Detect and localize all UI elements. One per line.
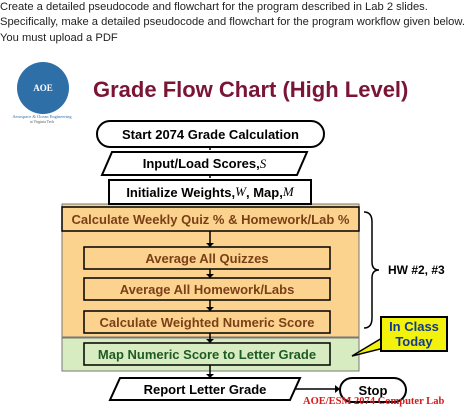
slide-title: Grade Flow Chart (High Level) [93,77,409,102]
start-label: Start 2074 Grade Calculation [97,121,324,147]
hw-bracket [363,211,380,329]
start-text: Start 2074 Grade Calculation [121,126,299,142]
init-box [108,179,312,205]
stop-terminator [339,377,407,403]
aoe-logo: AOE [17,62,69,114]
avg-quizzes-box [83,246,331,270]
input-text: Input/Load Scores, [142,156,260,171]
input-var: S [259,155,267,171]
in-class-line1: In Class [389,319,439,334]
footer-course: AOE/ESM 2074 Computer Lab [303,396,445,407]
report-label: Report Letter Grade [143,381,267,397]
init-label: Initialize Weights, W, Map, M [109,180,311,204]
in-class-callout: In Class Today [380,316,448,352]
map-box [83,342,331,366]
calc-weekly-label: Calculate Weekly Quiz % & Homework/Lab % [71,211,350,227]
logo-mark: AOE [33,83,53,93]
calc-weighted-box [83,310,331,334]
avg-hw-box [83,277,331,301]
hw-label: HW #2, #3 [388,263,445,277]
assignment-instructions: Create a detailed pseudocode and flowcha… [0,1,465,44]
in-class-line2: Today [395,334,433,349]
init-mid: , Map, [246,184,283,200]
logo-school: at Virginia Tech [29,120,55,124]
avg-quizzes-label: Average All Quizzes [145,250,269,266]
input-label: Input/Load Scores, S [102,152,307,175]
init-var-m: M [282,184,294,199]
stop-label: Stop [358,382,388,398]
avg-hw-label: Average All Homework/Labs [119,281,295,297]
init-var-w: W [235,184,246,199]
report-parallelogram [108,377,302,401]
logo-department: Aerospace & Ocean Engineering [12,114,72,119]
input-parallelogram [100,151,309,176]
calc-weighted-label: Calculate Weighted Numeric Score [99,314,315,330]
init-text: Initialize Weights, [126,184,236,200]
map-label: Map Numeric Score to Letter Grade [97,346,317,362]
